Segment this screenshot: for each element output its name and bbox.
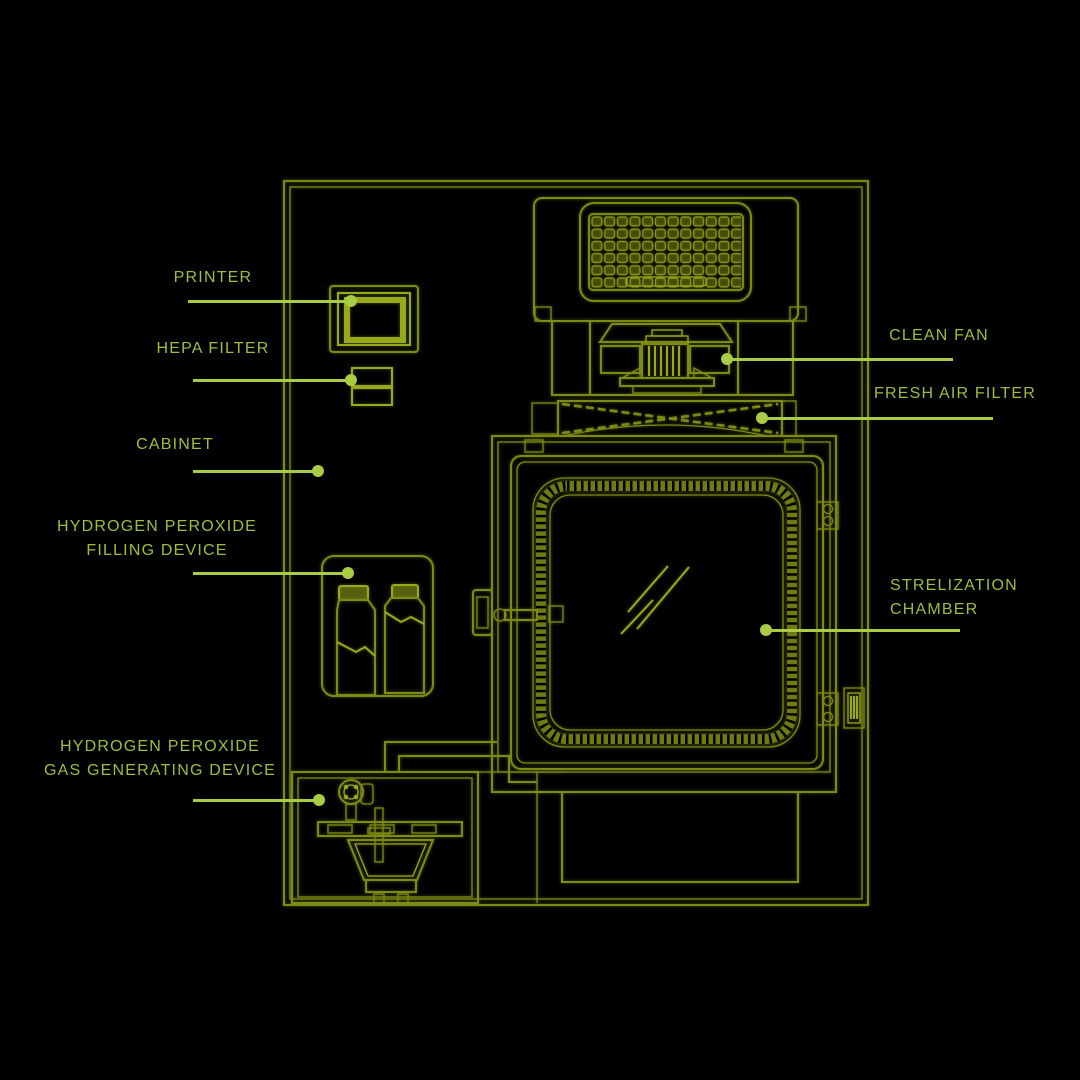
label-h2o2-gas: HYDROGEN PEROXIDE GAS GENERATING DEVICE [43,738,277,779]
h2o2-generator-unit [291,771,479,904]
cabinet-outline [283,180,869,906]
label-sterilization-chamber: STRELIZATION CHAMBER [890,577,1018,618]
h2o2-filling-unit [321,555,434,697]
door-hinge-top [816,501,839,530]
filling-leader-dot [342,567,354,579]
pipes [384,741,537,783]
hepa-leader-dot [345,374,357,386]
fresh-air-leader-line [762,417,993,420]
door-hinge-bottom [816,692,839,726]
gas-leader-line [193,799,319,802]
label-printer: PRINTER [173,269,253,286]
clean-fan-unit [551,320,794,396]
base-pedestal [478,771,799,903]
printer-unit [329,285,419,353]
label-clean-fan: CLEAN FAN [889,327,989,344]
glass-shine [620,565,690,635]
printer-leader-dot [345,295,357,307]
valve-handwheel [338,779,374,821]
gas-leader-dot [313,794,325,806]
cabinet-leader-line [193,470,318,473]
label-hepa-filter: HEPA FILTER [156,340,270,357]
filling-leader-line [193,572,348,575]
control-panel-keyboard [533,197,807,322]
side-vent-grille [843,687,865,729]
hepa-leader-line [193,379,351,382]
label-fresh-air-filter: FRESH AIR FILTER [873,385,1037,402]
label-h2o2-filling: HYDROGEN PEROXIDE FILLING DEVICE [57,518,257,559]
label-cabinet: CABINET [136,436,214,453]
clean-fan-leader-line [727,358,953,361]
hepa-filter-unit [351,367,393,406]
chamber-leader-line [766,629,960,632]
chamber-leader-dot [760,624,772,636]
printer-leader-line [188,300,351,303]
door-handle [472,589,564,636]
sterilization-chamber-unit [472,424,865,793]
clean-fan-leader-dot [721,353,733,365]
fresh-air-leader-dot [756,412,768,424]
cabinet-leader-dot [312,465,324,477]
